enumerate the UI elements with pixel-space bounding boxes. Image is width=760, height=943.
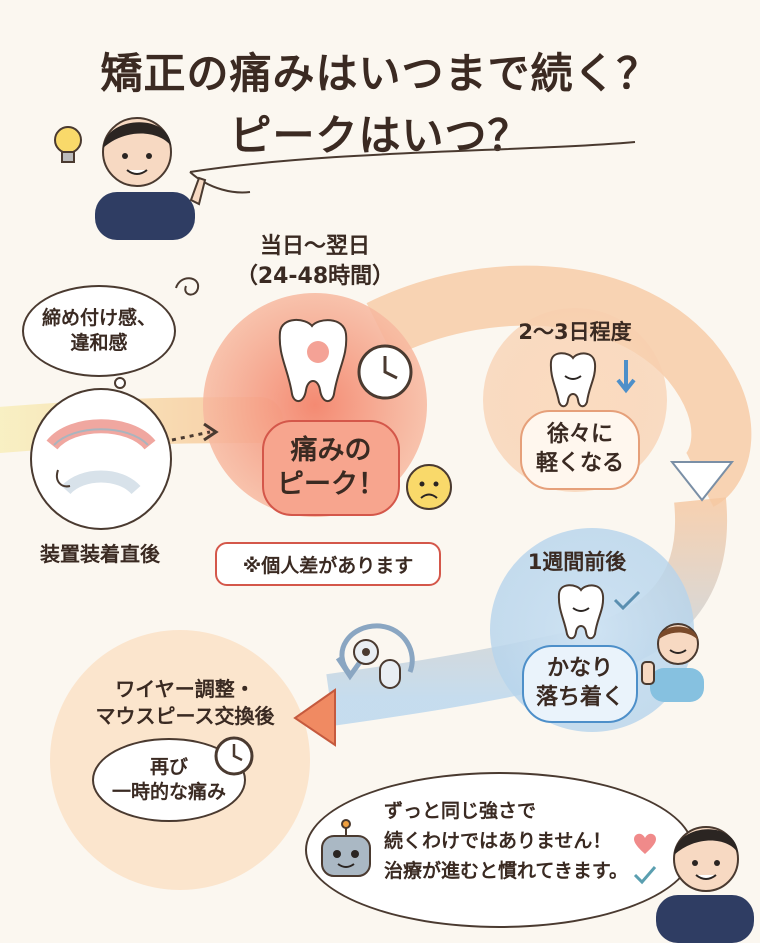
check-icon [613,590,641,611]
title-line2: ピークはいつ？ [229,111,531,160]
bubble-tail-dots [114,377,126,389]
message-line3: 治療が進むと慣れてきます。 [384,860,628,882]
replacement-cycle-icon [335,623,415,689]
title-speech-bubble [189,141,636,194]
stage3-text-box: かなり 落ち着く [522,645,638,723]
thumbs-up-person-icon [641,623,704,702]
happy-tooth-icon [557,584,605,640]
stage2-text: 徐々に 軽くなる [535,422,624,476]
heart-icon [634,833,656,854]
checkmark-icon [633,866,657,885]
stage3-text: かなり 落ち着く [535,656,624,710]
worried-face-icon [406,464,452,510]
smiling-tooth-icon [549,352,597,408]
peak-text-box: 痛みの ピーク！ [262,420,400,516]
stage2-time-label: 2〜3日程度 [518,320,632,344]
lightbulb-icon [54,126,82,163]
stage2-text-box: 徐々に 軽くなる [520,410,640,490]
title-line1: 矯正の痛みはいつまで続く？ [100,49,660,98]
doctor-avatar [95,117,207,240]
clock-icon [357,344,413,400]
start-speech-bubble: 締め付け感、 違和感 [22,285,176,377]
stage3-time-label: 1週間前後 [527,550,627,574]
dotted-arrow-icon [171,430,211,442]
message-line2: 続くわけではありません！ [384,830,612,852]
adjust-label: ワイヤー調整・ マウスピース交換後 [95,677,275,728]
start-label: 装置装着直後 [40,542,160,566]
start-bubble-text: 締め付け感、 違和感 [41,307,156,354]
braces-illustration [30,388,172,530]
down-small-arrow-icon [616,360,636,394]
left-arrow-icon [293,688,336,747]
doctor-bottom-avatar [656,826,754,943]
squiggle-icon [175,277,200,296]
adjust-bubble-text: 再び 一時的な痛み [111,756,226,803]
painful-tooth-icon [278,319,348,402]
peak-text: 痛みの ピーク！ [277,435,385,500]
message-line1: ずっと同じ強さで [384,800,537,822]
small-clock-icon [214,736,254,776]
individual-difference-note: ※個人差があります [215,542,441,586]
robot-icon [321,819,371,877]
peak-time-label: 当日〜翌日 （24-48時間） [235,234,395,289]
down-arrow-icon [669,461,735,502]
